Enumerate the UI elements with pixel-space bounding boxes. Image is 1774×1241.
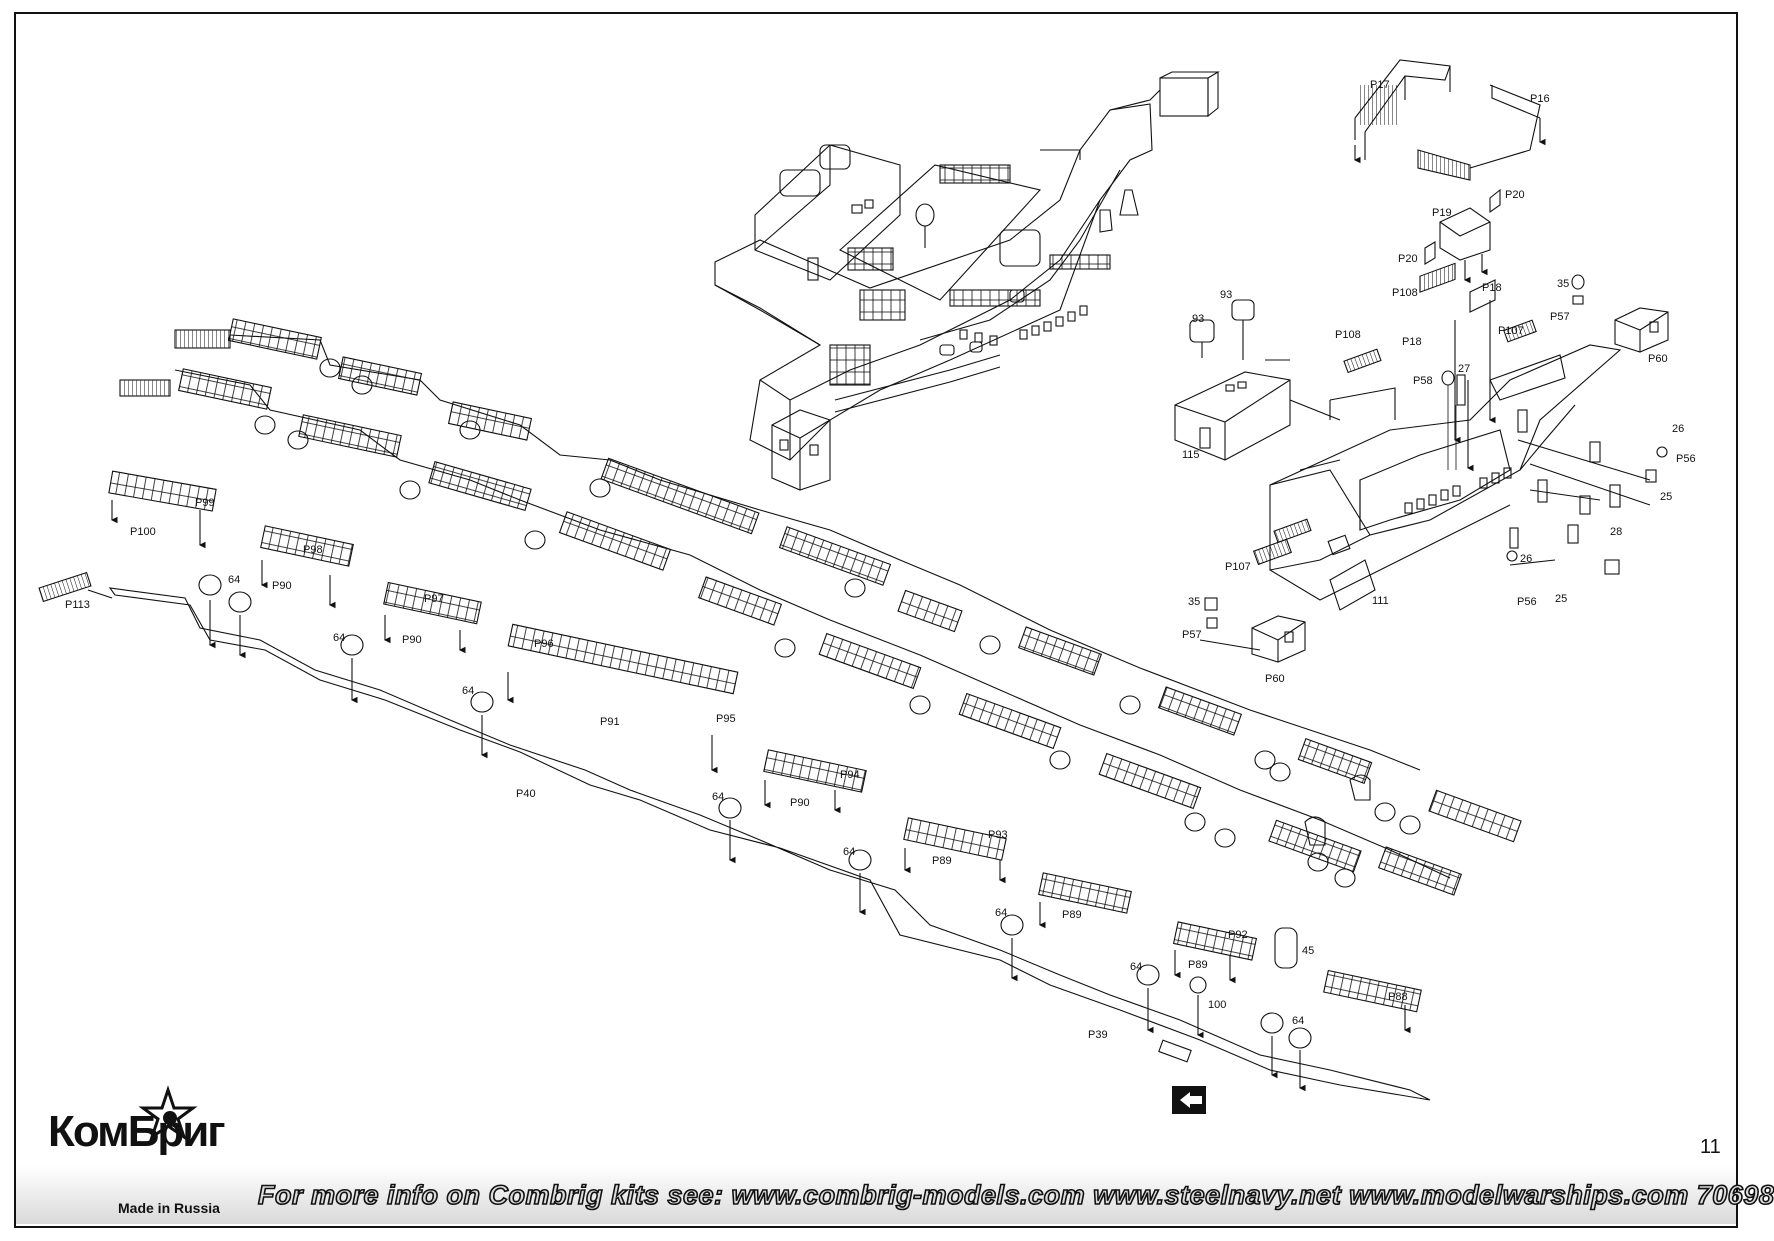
label-93: 93 <box>1220 289 1232 301</box>
label-25: 25 <box>1660 491 1672 503</box>
label-p108: P108 <box>1335 329 1361 341</box>
label-p60: P60 <box>1265 673 1285 685</box>
deck-fittings <box>254 358 1421 888</box>
fittings-64 <box>87 500 1411 1092</box>
label-64: 64 <box>462 685 474 697</box>
label-27: 27 <box>1458 363 1470 375</box>
label-p96: P96 <box>534 638 554 650</box>
deck-railing-row-upper <box>119 318 1522 896</box>
label-64: 64 <box>843 846 855 858</box>
label-p89: P89 <box>1062 909 1082 921</box>
label-p108: P108 <box>1392 287 1418 299</box>
label-64: 64 <box>228 574 240 586</box>
part-p108-upper <box>1419 262 1496 313</box>
logo-made-in: Made in Russia <box>118 1200 220 1216</box>
label-35: 35 <box>1188 596 1200 608</box>
label-p57: P57 <box>1182 629 1202 641</box>
label-p19: P19 <box>1432 207 1452 219</box>
label-100: 100 <box>1208 999 1226 1011</box>
label-111: 111 <box>1372 595 1389 607</box>
railing-p16 <box>1417 84 1546 181</box>
label-64: 64 <box>712 791 724 803</box>
label-p89: P89 <box>1188 959 1208 971</box>
label-p18: P18 <box>1482 282 1502 294</box>
label-p94: P94 <box>840 769 860 781</box>
label-p89: P89 <box>932 855 952 867</box>
label-28: 28 <box>1610 526 1622 538</box>
logo-wordmark: КомБриг <box>48 1107 226 1156</box>
label-p90: P90 <box>790 797 810 809</box>
label-p56: P56 <box>1676 453 1696 465</box>
label-35: 35 <box>1557 278 1569 290</box>
label-p17: P17 <box>1370 79 1390 91</box>
label-p40: P40 <box>516 788 536 800</box>
label-93: 93 <box>1192 313 1204 325</box>
railing-p17 <box>1353 59 1451 164</box>
label-64: 64 <box>995 907 1007 919</box>
label-45: 45 <box>1302 945 1314 957</box>
combrig-logo <box>138 1085 198 1141</box>
hammer-sickle-icon <box>163 1111 177 1125</box>
part-labels: P17 P16 P20 P19 P20 P108 P18 35 P57 93 9… <box>65 79 1696 1041</box>
label-64: 64 <box>1292 1015 1304 1027</box>
label-p58: P58 <box>1413 375 1433 387</box>
label-p88: P88 <box>1388 991 1408 1003</box>
label-64: 64 <box>1130 961 1142 973</box>
label-p98: P98 <box>303 544 323 556</box>
label-p95: P95 <box>716 713 736 725</box>
label-p99: P99 <box>195 497 215 509</box>
label-p92: P92 <box>1228 929 1248 941</box>
label-p18: P18 <box>1402 336 1422 348</box>
label-p60: P60 <box>1648 353 1668 365</box>
railing-parts-loose <box>38 319 1537 1013</box>
footer-info-text: For more info on Combrig kits see: www.c… <box>257 1179 1774 1211</box>
page-number: 11 <box>1700 1136 1721 1158</box>
footer-band <box>16 1166 1736 1224</box>
label-64: 64 <box>333 632 345 644</box>
next-step-icon <box>1172 1086 1206 1114</box>
label-p57: P57 <box>1550 311 1570 323</box>
label-p20: P20 <box>1398 253 1418 265</box>
label-p90: P90 <box>402 634 422 646</box>
label-25: 25 <box>1555 593 1567 605</box>
label-p93: P93 <box>988 829 1008 841</box>
label-26: 26 <box>1520 553 1532 565</box>
label-p90: P90 <box>272 580 292 592</box>
label-p107: P107 <box>1498 325 1524 337</box>
label-p100: P100 <box>130 526 156 538</box>
label-p97: P97 <box>424 593 444 605</box>
label-p107: P107 <box>1225 561 1251 573</box>
superstructure-assembly <box>714 71 1220 491</box>
label-p56: P56 <box>1517 596 1537 608</box>
label-p91: P91 <box>600 716 620 728</box>
label-p16: P16 <box>1530 93 1550 105</box>
label-26: 26 <box>1672 423 1684 435</box>
label-p113: P113 <box>65 599 90 611</box>
part-p19 <box>1424 188 1501 284</box>
instruction-sheet-border <box>14 12 1738 1228</box>
label-p20: P20 <box>1505 189 1525 201</box>
main-deck-outline <box>108 587 1431 1101</box>
label-p39: P39 <box>1088 1029 1108 1041</box>
label-115: 115 <box>1182 449 1200 461</box>
aft-superstructure <box>1174 274 1669 663</box>
